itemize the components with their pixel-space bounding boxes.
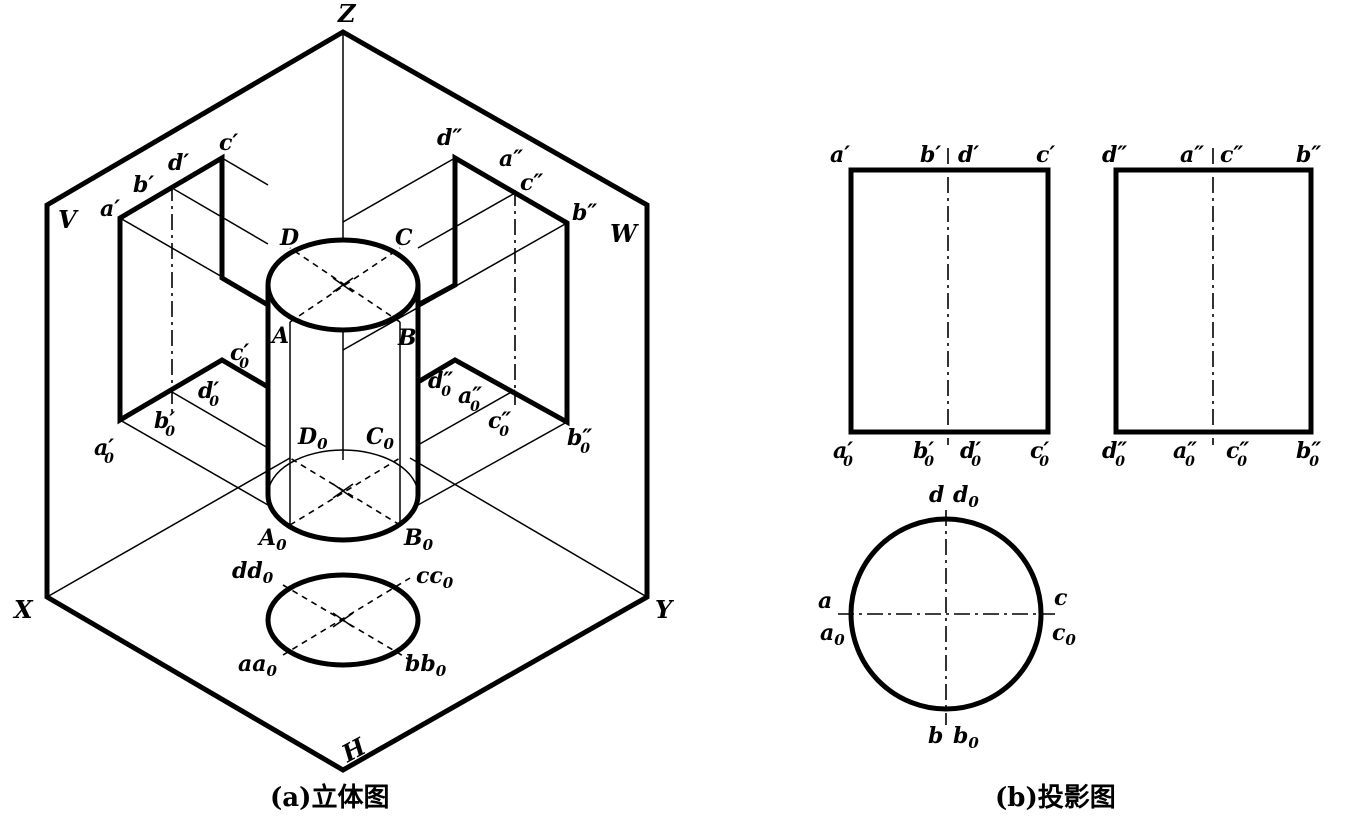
label-front-a0: a′0	[833, 438, 853, 470]
label-side-d: d″	[1102, 142, 1127, 168]
label-plane-h: H	[336, 731, 372, 768]
label-side-a: a″	[1180, 142, 1204, 168]
label-top-b: b	[928, 723, 943, 749]
h-cross-2	[332, 612, 354, 628]
label-top-d0: d0	[953, 482, 979, 511]
x-axis	[46, 457, 291, 598]
label-point-d: D	[279, 225, 299, 251]
v-proj-d0-link	[171, 391, 269, 449]
label-top-a0: a0	[820, 620, 845, 649]
outer-frame	[44, 29, 650, 773]
label-w-d: d″	[437, 125, 462, 151]
y-axis	[409, 457, 648, 598]
label-top-d: d	[929, 482, 944, 508]
figure-a-3d-view: Z X Y V W H D C A B D0 C0 A0 B0 a′ b′ d′…	[12, 0, 675, 813]
label-top-c: c	[1054, 585, 1068, 611]
caption-figure-b: (b)投影图	[995, 783, 1116, 813]
front-view-rect	[848, 167, 1051, 435]
label-side-b0: b″0	[1296, 438, 1321, 470]
label-v-d0: d′0	[198, 378, 219, 410]
label-v-a: a′	[100, 196, 120, 222]
label-point-c0: C0	[366, 424, 395, 453]
label-top-b0: b0	[953, 723, 979, 752]
label-w-d0: d″0	[428, 368, 453, 400]
label-w-a: a″	[499, 146, 523, 172]
bottom-cross-2	[332, 483, 354, 499]
top-diagonal-bd	[289, 247, 401, 323]
label-w-c0: c″0	[488, 408, 511, 440]
figure-b-projections: a′ b′ d′ c′ a′0 b′0 d′0 c′0 d″ a″ c″ b″ …	[818, 142, 1321, 813]
label-front-c0: c′0	[1030, 438, 1049, 470]
top-cross-2	[332, 277, 354, 293]
label-point-a: A	[270, 323, 289, 349]
label-w-b0: b″0	[567, 425, 592, 457]
label-h-bb0: bb0	[405, 651, 447, 680]
label-side-b: b″	[1296, 142, 1321, 168]
w-proj-line-top	[342, 222, 568, 351]
label-plane-v: V	[58, 205, 79, 234]
cylinder-top-ellipse	[265, 237, 421, 333]
label-front-c: c′	[1036, 142, 1055, 168]
label-front-b0: b′0	[913, 438, 934, 470]
label-top-c0: c0	[1052, 620, 1076, 649]
label-front-b: b′	[920, 142, 941, 168]
w-proj-c0-link	[417, 389, 516, 446]
label-front-d: d′	[958, 142, 979, 168]
label-point-c: C	[395, 225, 413, 251]
w-proj-line-d	[342, 157, 456, 223]
v-proj-d-link	[171, 187, 269, 245]
label-y-axis: Y	[655, 595, 675, 624]
w-proj-c-link	[417, 192, 516, 249]
label-v-a0: a′0	[94, 435, 114, 467]
label-z-axis: Z	[337, 0, 357, 28]
label-front-a: a′	[830, 142, 850, 168]
v-proj-line-bottom	[119, 419, 269, 506]
label-point-d0: D0	[297, 424, 328, 453]
h-diagonal-1	[282, 577, 411, 656]
w-proj-line-bottom	[417, 421, 568, 506]
label-plane-w: W	[610, 219, 639, 248]
label-point-b0: B0	[403, 525, 434, 554]
label-w-b: b″	[572, 200, 597, 226]
label-w-c: c″	[520, 170, 543, 196]
label-v-b0: b′0	[154, 408, 175, 440]
v-proj-line-c	[221, 157, 269, 186]
v-proj-line-top	[119, 217, 251, 294]
label-h-cc0: cc0	[416, 563, 454, 592]
label-v-b: b′	[133, 172, 154, 198]
label-v-d: d′	[168, 150, 189, 176]
label-w-a0: a″0	[458, 383, 482, 415]
label-point-b: B	[397, 325, 417, 351]
label-point-a0: A0	[257, 525, 287, 554]
label-side-d0: d″0	[1102, 438, 1127, 470]
label-side-a0: a″0	[1173, 438, 1197, 470]
label-side-c0: c″0	[1226, 438, 1249, 470]
label-v-c0: c′0	[230, 340, 249, 372]
cylinder-bottom-back	[267, 449, 419, 496]
label-side-c: c″	[1220, 142, 1243, 168]
label-h-dd0: dd0	[232, 558, 274, 587]
caption-figure-a: (a)立体图	[270, 782, 389, 813]
cylinder-bottom-front	[265, 494, 421, 543]
label-x-axis: X	[12, 595, 34, 624]
label-h-aa0: aa0	[238, 651, 278, 680]
label-v-c: c′	[219, 130, 238, 156]
h-projection-ellipse	[265, 572, 421, 668]
label-top-a: a	[818, 588, 832, 614]
h-diagonal-2	[282, 584, 411, 661]
label-front-d0: d′0	[960, 438, 981, 470]
